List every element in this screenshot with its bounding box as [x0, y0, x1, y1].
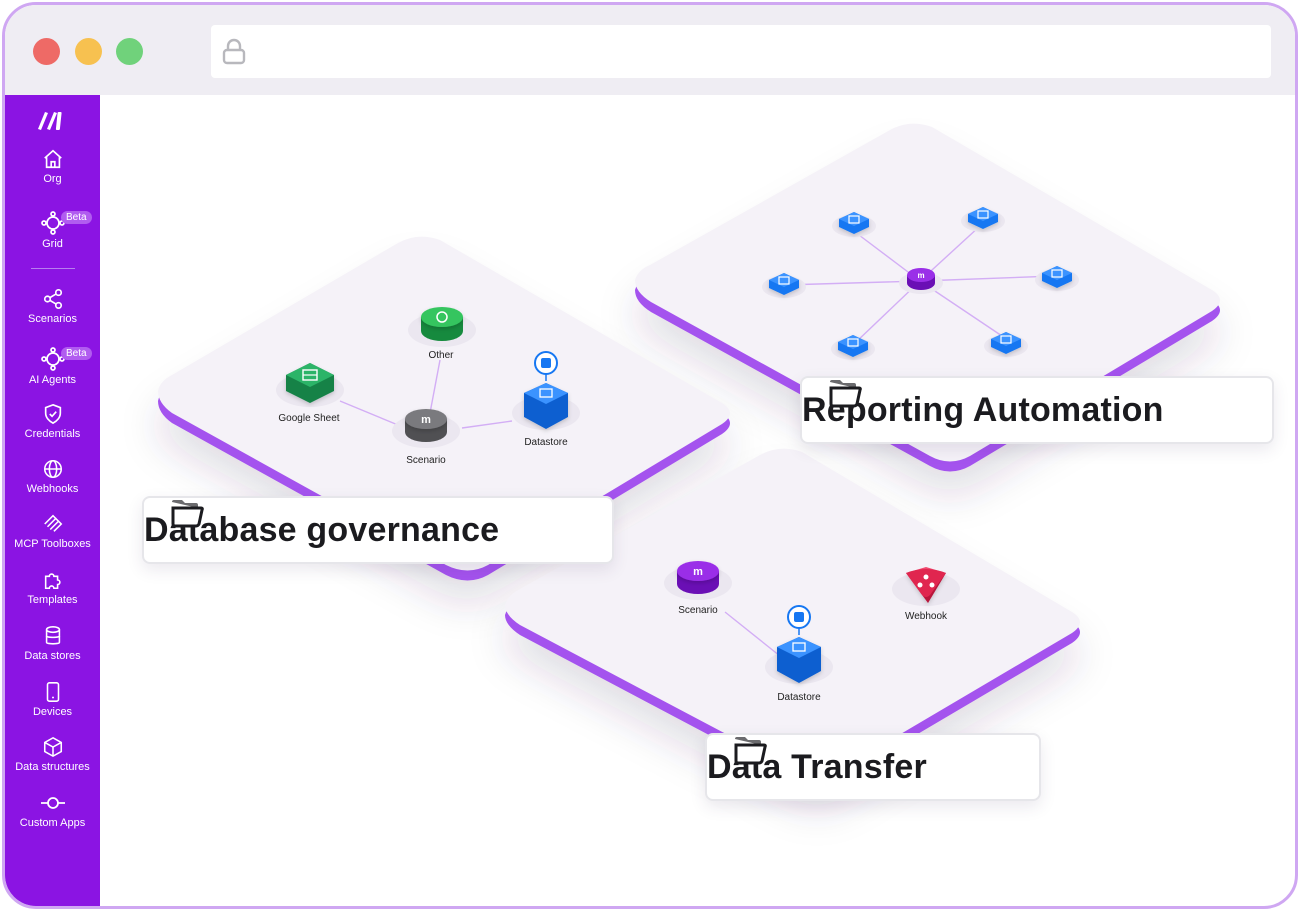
other-label: Other	[428, 350, 454, 361]
datastore-label: Datastore	[524, 437, 568, 448]
home-icon	[43, 149, 62, 169]
other-node[interactable]: Other	[408, 307, 476, 361]
folder-title: Reporting Automation	[802, 390, 1164, 429]
database-governance-folder[interactable]: Database governance	[142, 496, 614, 564]
transfer-scenario-node[interactable]: m Scenario	[664, 561, 732, 616]
puzzle-icon	[44, 573, 61, 590]
mcp-icon	[43, 514, 62, 532]
sidebar-item-label: AI Agents	[28, 374, 77, 386]
browser-chrome	[5, 5, 1295, 95]
sidebar-item-credentials[interactable]: Credentials	[5, 403, 100, 440]
datastore-node[interactable]: Datastore	[512, 351, 580, 448]
folder-icon	[734, 737, 767, 765]
reporting-automation-folder[interactable]: Reporting Automation	[800, 376, 1274, 444]
sidebar-item-devices[interactable]: Devices	[5, 681, 100, 718]
grid-canvas[interactable]: m Google Sheet	[100, 95, 1295, 906]
transfer-datastore-label: Datastore	[777, 692, 821, 703]
sidebar-item-data-structures[interactable]: Data structures	[5, 736, 100, 773]
data-transfer-folder[interactable]: Data Transfer	[705, 733, 1041, 801]
reporting-datastore-node[interactable]	[762, 273, 806, 298]
sidebar-item-label: Devices	[32, 706, 73, 718]
sidebar-item-label: Credentials	[24, 428, 81, 440]
folder-icon	[829, 380, 862, 408]
beta-badge: Beta	[61, 211, 92, 224]
custom-apps-icon	[40, 797, 65, 809]
shield-check-icon	[44, 403, 61, 425]
reporting-datastore-node[interactable]	[961, 207, 1005, 232]
transfer-scenario-label: Scenario	[678, 605, 718, 616]
reporting-datastore-node[interactable]	[1035, 266, 1079, 291]
sidebar: Org Beta Grid Scenarios Beta AI Agents	[5, 95, 100, 906]
sidebar-item-label: Grid	[42, 238, 63, 250]
address-bar[interactable]	[211, 25, 1271, 78]
sidebar-item-scenarios[interactable]: Scenarios	[5, 288, 100, 325]
svg-text:m: m	[917, 271, 924, 280]
sidebar-item-data-stores[interactable]: Data stores	[5, 625, 100, 662]
transfer-datastore-node[interactable]: Datastore	[765, 605, 833, 703]
device-icon	[46, 682, 59, 702]
lock-icon	[222, 38, 246, 65]
sidebar-item-label: Custom Apps	[19, 817, 86, 829]
reporting-datastore-node[interactable]	[832, 212, 876, 237]
sidebar-item-templates[interactable]: Templates	[5, 569, 100, 606]
beta-badge: Beta	[61, 347, 92, 360]
share-nodes-icon	[43, 289, 62, 309]
svg-text:m: m	[421, 414, 431, 426]
sidebar-item-label: Data stores	[24, 650, 81, 662]
folder-icon	[171, 500, 204, 528]
scenario-label: Scenario	[406, 455, 446, 466]
scenario-node[interactable]: m Scenario	[392, 409, 460, 466]
make-logo-icon[interactable]	[36, 109, 66, 131]
webhook-node[interactable]: Webhook	[892, 567, 960, 622]
database-icon	[45, 626, 60, 645]
sidebar-divider	[31, 268, 75, 269]
sidebar-item-org[interactable]: Org	[5, 148, 100, 185]
svg-text:m: m	[693, 566, 703, 578]
reporting-scenario-node[interactable]: m	[899, 268, 943, 294]
google-sheet-label: Google Sheet	[278, 413, 339, 424]
sidebar-item-label: Data structures	[15, 761, 90, 773]
cube-icon	[43, 736, 62, 758]
sidebar-item-label: Webhooks	[26, 483, 79, 495]
sidebar-item-label: Templates	[27, 594, 78, 606]
sidebar-item-webhooks[interactable]: Webhooks	[5, 458, 100, 495]
sidebar-item-mcp-toolboxes[interactable]: MCP Toolboxes	[5, 513, 100, 550]
google-sheet-node[interactable]: Google Sheet	[276, 363, 344, 424]
sidebar-item-label: Scenarios	[28, 313, 77, 325]
minimize-window-button[interactable]	[75, 38, 102, 65]
globe-icon	[43, 459, 62, 479]
reporting-datastore-node[interactable]	[984, 332, 1028, 357]
sidebar-item-ai-agents[interactable]: Beta AI Agents	[5, 347, 100, 386]
webhook-label: Webhook	[905, 611, 948, 622]
sidebar-item-custom-apps[interactable]: Custom Apps	[5, 792, 100, 829]
folder-title: Database governance	[144, 510, 500, 549]
reporting-datastore-node[interactable]	[831, 335, 875, 360]
sidebar-item-grid[interactable]: Beta Grid	[5, 211, 100, 250]
maximize-window-button[interactable]	[116, 38, 143, 65]
sidebar-item-label: MCP Toolboxes	[14, 538, 91, 550]
close-window-button[interactable]	[33, 38, 60, 65]
sidebar-item-label: Org	[43, 173, 62, 185]
